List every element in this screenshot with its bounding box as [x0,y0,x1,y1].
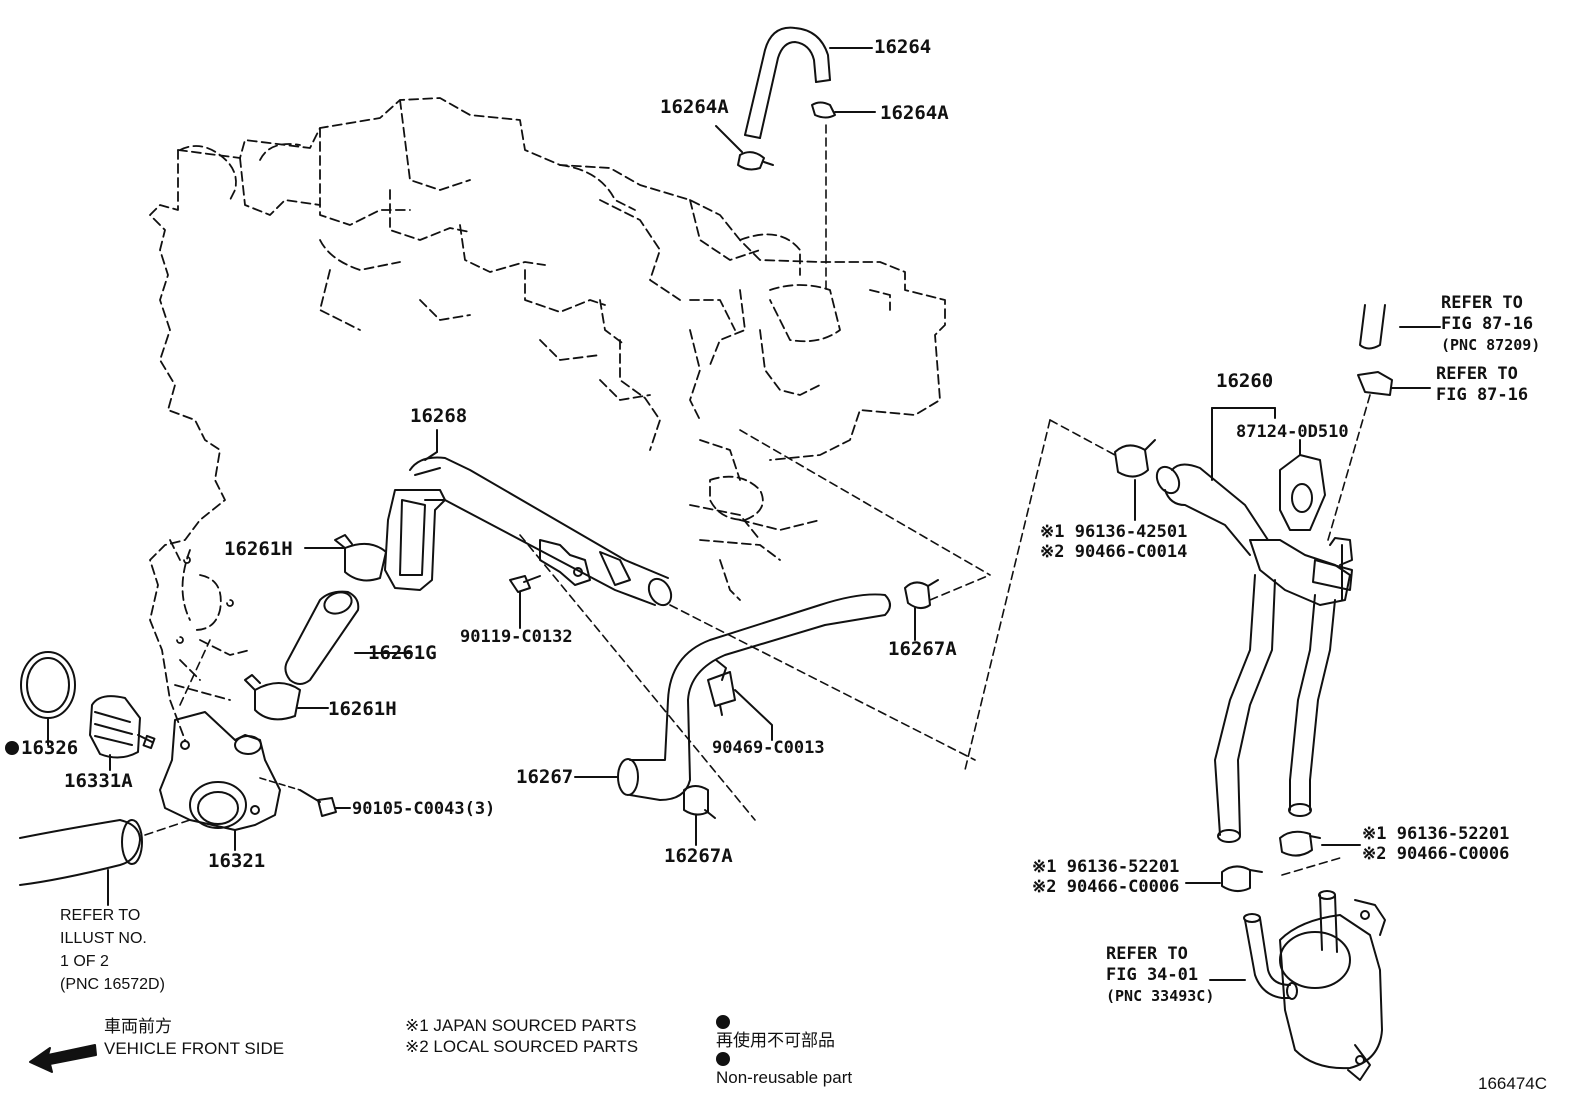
gasket-thermostat [20,651,156,771]
hoses-16260 [964,304,1441,892]
ref-fig34: REFER TO FIG 34-01 (PNC 33493C) [1106,944,1214,1007]
nonreusable-marker-icon [5,741,19,755]
clamp-left-local: ※2 90466-C0006 [1032,877,1180,897]
label-16326: 16326 [5,737,78,759]
figure-number: 166474C [1478,1074,1548,1093]
nonreusable-dot-icon [716,1052,730,1066]
label-16326-text: 16326 [21,737,79,759]
label-16261H-top: 16261H [224,538,293,560]
nonreusable-dot-icon [716,1015,730,1029]
front-arrow-icon [29,1044,97,1073]
ref-fig87-hose-line2: FIG 87-16 [1441,314,1534,334]
legend-nonreusable-en: Non-reusable part [716,1068,853,1087]
legend-front-en: VEHICLE FRONT SIDE [104,1039,285,1058]
ref-fig87-clip: REFER TO FIG 87-16 [1436,364,1528,406]
engine-outline [149,97,946,741]
hose-16261G [244,534,413,721]
label-16260: 16260 [1216,370,1274,392]
label-16267A-bottom: 16267A [664,845,733,867]
clamp-right: ※1 96136-52201 ※2 90466-C0006 [1362,824,1509,864]
legend-front: 車両前方 VEHICLE FRONT SIDE [104,1016,284,1060]
water-pipe-16268 [384,429,991,821]
ref-fig87-hose-line3: (PNC 87209) [1441,336,1541,354]
label-16264A-left: 16264A [660,96,729,118]
water-inlet-16321 [159,639,281,851]
ref-fig34-line3: (PNC 33493C) [1106,987,1215,1005]
label-16268: 16268 [410,405,468,427]
label-90105: 90105-C0043(3) [352,799,496,819]
ref-fig34-line1: REFER TO [1106,944,1188,964]
legend-sourcing: ※1 JAPAN SOURCED PARTS ※2 LOCAL SOURCED … [405,1015,638,1057]
label-16331A: 16331A [64,770,133,792]
clamp-upper-jp: ※1 96136-42501 [1040,522,1188,542]
ref-illust-line2: ILLUST NO. [60,930,147,947]
clamp-left: ※1 96136-52201 ※2 90466-C0006 [1032,857,1179,897]
legend-local-sourced: ※2 LOCAL SOURCED PARTS [405,1037,639,1056]
label-16267: 16267 [516,766,574,788]
ref-fig34-line2: FIG 34-01 [1106,965,1199,985]
hose-16264 [715,26,876,291]
hose-16267 [574,579,939,846]
legend-japan-sourced: ※1 JAPAN SOURCED PARTS [405,1016,637,1035]
legend-nonreusable-jp: 再使用不可部品 [716,1031,835,1050]
label-16264A-right: 16264A [880,102,949,124]
legend-nonreusable: 再使用不可部品 Non-reusable part [716,1015,852,1089]
label-90469: 90469-C0013 [712,738,825,758]
ref-fig87-clip-line1: REFER TO [1436,364,1518,384]
label-16267A-right: 16267A [888,638,957,660]
legend-nonreusable-jp-row: 再使用不可部品 [716,1015,852,1052]
ref-illust: REFER TO ILLUST NO. 1 OF 2 (PNC 16572D) [60,904,165,996]
legend-front-jp: 車両前方 [104,1017,172,1036]
legend-nonreusable-en-row: Non-reusable part [716,1052,852,1089]
clamp-left-jp: ※1 96136-52201 [1032,857,1180,877]
label-16261G: 16261G [368,642,437,664]
clamp-upper: ※1 96136-42501 ※2 90466-C0014 [1040,522,1187,562]
label-16261H-bottom: 16261H [328,698,397,720]
bolt-90119 [509,575,541,629]
ref-illust-line4: (PNC 16572D) [60,976,165,993]
oil-cooler-ref [1209,890,1386,1081]
label-16321: 16321 [208,850,266,872]
ref-illust-line1: REFER TO [60,907,141,924]
label-16264: 16264 [874,36,932,58]
label-90119: 90119-C0132 [460,627,573,647]
clamp-right-local: ※2 90466-C0006 [1362,844,1510,864]
clamp-upper-local: ※2 90466-C0014 [1040,542,1188,562]
clamp-right-jp: ※1 96136-52201 [1362,824,1510,844]
label-87124: 87124-0D510 [1236,422,1349,442]
bolt-90105 [259,777,351,817]
ref-fig87-clip-line2: FIG 87-16 [1436,385,1529,405]
lower-hose-ref [19,819,191,906]
ref-fig87-hose: REFER TO FIG 87-16 (PNC 87209) [1441,293,1540,356]
ref-fig87-hose-line1: REFER TO [1441,293,1523,313]
ref-illust-line3: 1 OF 2 [60,953,109,970]
